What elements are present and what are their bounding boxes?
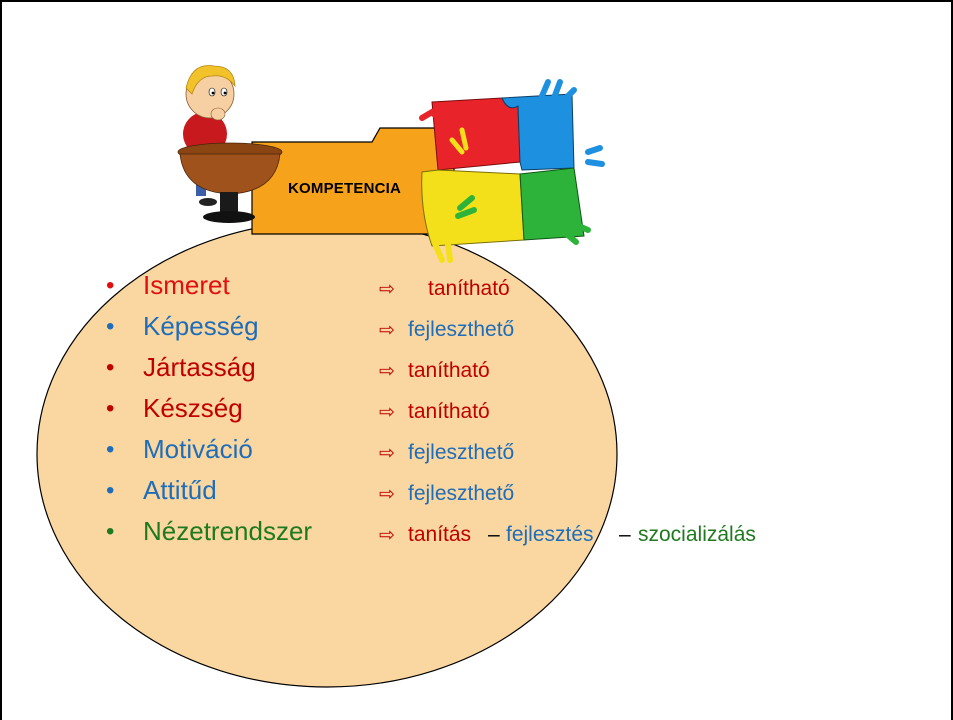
outcome-label: fejleszthető	[408, 318, 515, 341]
bullet: •	[106, 436, 115, 463]
outcome-label: tanítható	[408, 400, 490, 423]
bullet: •	[106, 354, 115, 381]
dash-separator: –	[488, 523, 500, 546]
outcome-label: tanítható	[408, 359, 490, 382]
term-label: Attitűd	[143, 475, 217, 505]
term-label: Nézetrendszer	[143, 516, 313, 546]
puzzle-hands-icon	[419, 79, 605, 263]
bullet: •	[106, 477, 115, 504]
boy-at-desk-icon	[177, 65, 283, 223]
outcome-label: fejleszthető	[408, 441, 515, 464]
outcome-label: tanítás	[408, 523, 472, 546]
outcome-label: fejleszthető	[408, 482, 515, 505]
arrow-right-icon: ⇨	[379, 402, 395, 423]
outcome-label: szocializálás	[638, 523, 756, 546]
outcome-label: fejlesztés	[506, 523, 594, 546]
banner-title: KOMPETENCIA	[288, 180, 402, 197]
bullet: •	[106, 395, 115, 422]
bullet: •	[106, 272, 115, 299]
dash-separator: –	[619, 523, 631, 546]
arrow-right-icon: ⇨	[379, 361, 395, 382]
term-label: Képesség	[143, 311, 259, 341]
outcome-label: tanítható	[428, 277, 510, 300]
term-label: Motiváció	[143, 434, 253, 464]
bullet: •	[106, 313, 115, 340]
term-label: Ismeret	[143, 270, 230, 300]
term-label: Jártasság	[143, 352, 256, 382]
competence-ellipse	[36, 220, 618, 688]
arrow-right-icon: ⇨	[379, 484, 395, 505]
arrow-right-icon: ⇨	[379, 320, 395, 341]
arrow-right-icon: ⇨	[379, 443, 395, 464]
term-label: Készség	[143, 393, 243, 423]
arrow-right-icon: ⇨	[379, 525, 395, 546]
arrow-right-icon: ⇨	[379, 279, 395, 300]
bullet: •	[106, 518, 115, 545]
